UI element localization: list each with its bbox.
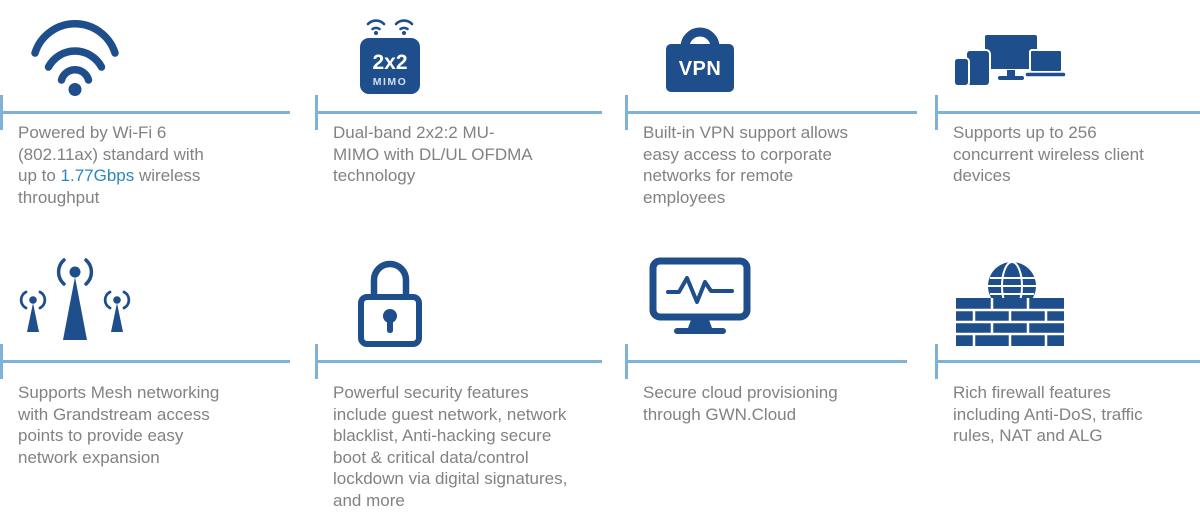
feature-text: Built-in VPN support allows easy access …: [643, 123, 849, 207]
feature-text-part: wireless throughput: [18, 166, 201, 207]
feature-card-security: Powerful security features include guest…: [315, 245, 625, 510]
feature-text: Secure cloud provisioning through GWN.Cl…: [643, 383, 838, 424]
lock-icon: [315, 245, 465, 348]
divider-line: [625, 95, 917, 130]
mesh-icon: [0, 245, 150, 348]
cloud-monitor-icon: [625, 245, 775, 348]
feature-text: Supports up to 256 concurrent wireless c…: [953, 123, 1144, 185]
devices-icon: [935, 0, 1085, 97]
divider-line: [0, 344, 290, 379]
divider-line: [315, 344, 602, 379]
feature-card-devices: Supports up to 256 concurrent wireless c…: [935, 0, 1200, 250]
feature-card-firewall: Rich firewall features including Anti-Do…: [935, 245, 1200, 495]
mimo-box-sublabel: MIMO: [373, 76, 408, 88]
feature-card-mimo: 2x2 MIMO Dual-band 2x2:2 MU-MIMO with DL…: [315, 0, 625, 250]
feature-text: Powered by Wi-Fi 6 (802.11ax) standard w…: [18, 122, 226, 208]
feature-card-mesh: Supports Mesh networking with Grandstrea…: [0, 245, 310, 495]
mimo-icon: 2x2 MIMO: [315, 0, 465, 97]
feature-text: Supports Mesh networking with Grandstrea…: [18, 383, 220, 467]
feature-text: Powerful security features include guest…: [333, 383, 568, 510]
divider-line: [0, 95, 290, 130]
divider-line: [935, 95, 1200, 130]
mimo-box-label: 2x2: [372, 51, 407, 74]
feature-text-highlight: 1.77Gbps: [60, 166, 135, 185]
vpn-badge-label: VPN: [679, 58, 722, 80]
feature-text-part: Powered by Wi-Fi 6 (802.11ax) standard w…: [18, 123, 204, 185]
feature-card-cloud: Secure cloud provisioning through GWN.Cl…: [625, 245, 935, 495]
feature-card-wifi6: Powered by Wi-Fi 6 (802.11ax) standard w…: [0, 0, 310, 250]
divider-line: [625, 344, 907, 379]
firewall-icon: [935, 245, 1085, 348]
feature-card-vpn: VPN Built-in VPN support allows easy acc…: [625, 0, 935, 250]
divider-line: [935, 344, 1200, 379]
feature-text: Dual-band 2x2:2 MU-MIMO with DL/UL OFDMA…: [333, 123, 532, 185]
divider-line: [315, 95, 602, 130]
feature-text: Rich firewall features including Anti-Do…: [953, 383, 1143, 445]
vpn-icon: VPN: [625, 0, 775, 97]
wifi-icon: [0, 0, 150, 97]
